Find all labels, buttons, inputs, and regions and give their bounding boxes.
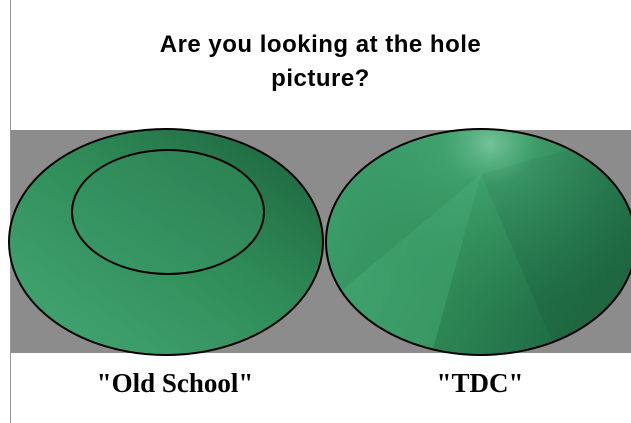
caption-tdc: "TDC" [345, 368, 615, 399]
caption-old-school: "Old School" [40, 368, 310, 399]
old-school-flat-floor [72, 150, 264, 274]
tdc-apex-highlight [321, 60, 631, 340]
